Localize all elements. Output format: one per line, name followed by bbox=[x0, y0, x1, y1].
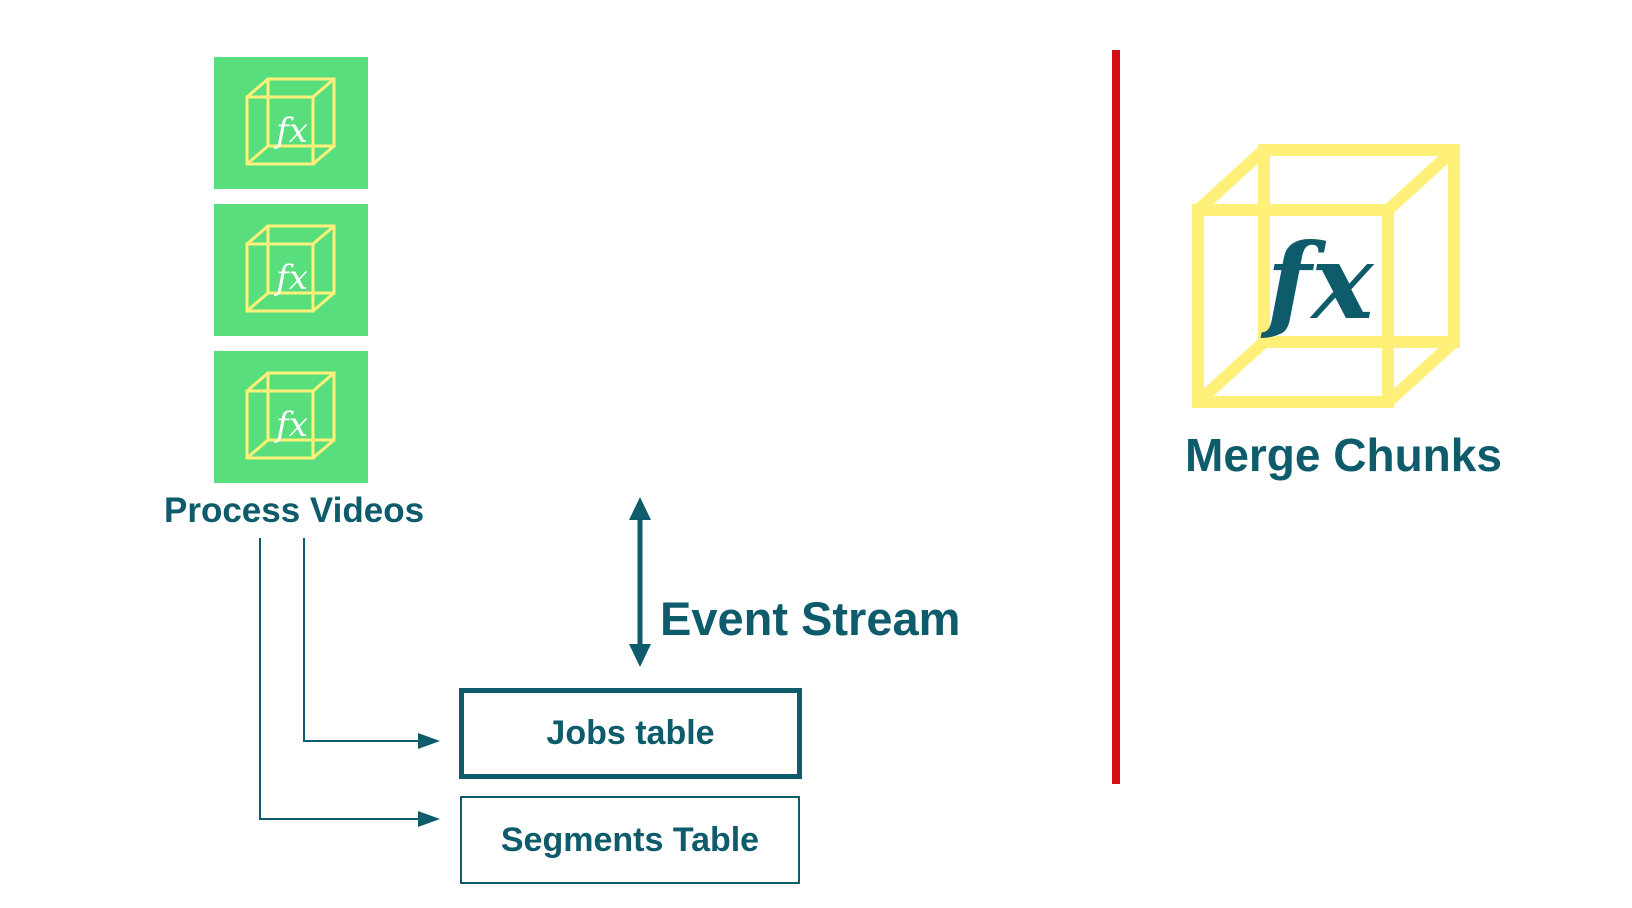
fx-cube-icon: fx bbox=[1192, 144, 1460, 408]
process-to-segments-connector bbox=[259, 538, 420, 820]
process-videos-function-tile-1: fx bbox=[214, 57, 368, 189]
process-videos-function-tile-3: fx bbox=[214, 351, 368, 483]
svg-text:fx: fx bbox=[273, 405, 308, 445]
merge-chunks-function: fx bbox=[1188, 140, 1464, 412]
svg-text:fx: fx bbox=[273, 111, 308, 151]
merge-chunks-label: Merge Chunks bbox=[1185, 429, 1502, 481]
double-arrow-icon bbox=[629, 497, 651, 667]
fx-cube-icon: fx bbox=[245, 371, 336, 460]
segments-table: Segments Table bbox=[460, 796, 800, 884]
arrow-right-icon bbox=[418, 733, 440, 749]
fx-cube-icon: fx bbox=[245, 77, 336, 166]
svg-text:fx: fx bbox=[273, 258, 308, 298]
svg-text:fx: fx bbox=[1260, 220, 1375, 343]
process-videos-function-tile-2: fx bbox=[214, 204, 368, 336]
jobs-table: Jobs table bbox=[459, 688, 802, 779]
section-divider bbox=[1112, 50, 1120, 784]
process-videos-label: Process Videos bbox=[164, 491, 425, 530]
segments-table-label: Segments Table bbox=[500, 820, 760, 859]
process-to-jobs-connector bbox=[303, 538, 420, 742]
fx-cube-icon: fx bbox=[245, 224, 336, 313]
jobs-table-label: Jobs table bbox=[546, 714, 715, 752]
arrow-right-icon bbox=[418, 811, 440, 827]
event-stream-label: Event Stream bbox=[660, 592, 961, 645]
